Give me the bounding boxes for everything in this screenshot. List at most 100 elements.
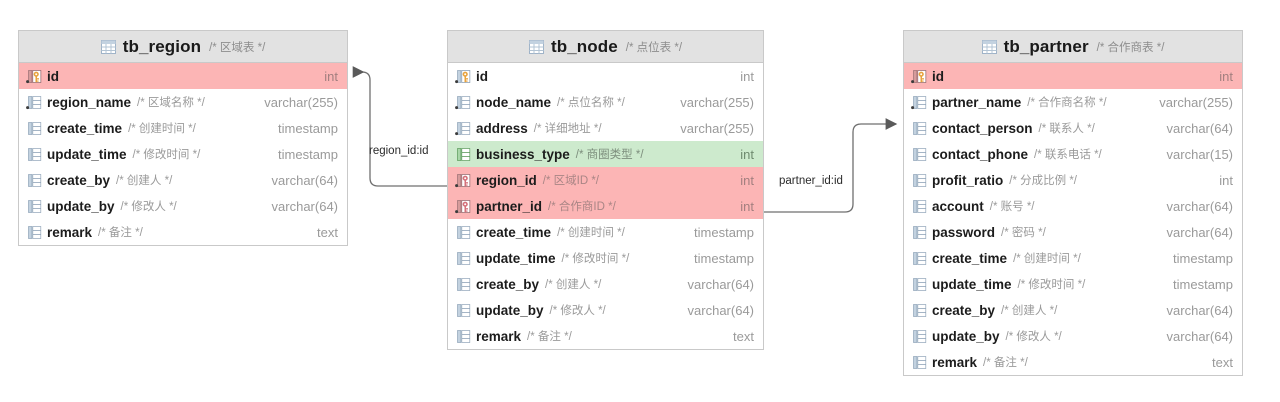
column-comment: /* 商圈类型 */ [575,149,644,161]
column-type: timestamp [694,250,754,266]
column-comment: /* 区域名称 */ [137,97,205,109]
column-row-create_time[interactable]: create_time/* 创建时间 */timestamp [904,245,1242,271]
column-name: partner_id [476,198,543,214]
foreign-key-icon [455,173,471,187]
column-row-update_by[interactable]: update_by /* 修改人 */ varchar(64) [904,323,1242,349]
column-icon [457,303,471,317]
column-name: contact_person [932,120,1033,136]
column-row-password[interactable]: password/* 密码 */varchar(64) [904,219,1242,245]
column-comment: /* 备注 */ [527,331,572,343]
column-name: update_time [476,250,556,266]
column-row-create_time[interactable]: create_time/* 创建时间 */timestamp [19,115,347,141]
column-row-profit_ratio[interactable]: profit_ratio/* 分成比例 */int [904,167,1242,193]
column-type: int [1219,68,1233,84]
column-icon [28,121,42,135]
column-row-id[interactable]: id int [19,63,347,89]
column-name: remark [47,224,93,240]
column-type: varchar(64) [1166,328,1233,344]
column-type: varchar(64) [1166,224,1233,240]
column-name: update_by [476,302,544,318]
column-name: region_id [476,172,537,188]
column-comment: /* 创建时间 */ [557,227,625,239]
column-row-contact_person[interactable]: contact_person/* 联系人 */varchar(64) [904,115,1242,141]
column-row-create_time[interactable]: create_time/* 创建时间 */timestamp [448,219,763,245]
column-comment: /* 创建人 */ [545,279,602,291]
column-icon [457,277,471,291]
column-icon [913,251,927,265]
primary-key-icon [26,69,42,83]
column-name: update_time [932,276,1012,292]
table-header-tb_node: tb_node /* 点位表 */ [448,31,763,63]
column-comment: /* 修改时间 */ [1017,279,1086,291]
column-name: id [476,68,488,84]
column-type: text [317,224,338,240]
column-name: business_type [476,146,570,162]
edge-label-partner-id: partner_id:id [779,175,843,187]
table-title: tb_node [550,36,618,56]
column-type: varchar(255) [680,120,754,136]
column-row-create_by[interactable]: create_by/* 创建人 */varchar(64) [19,167,347,193]
column-row-contact_phone[interactable]: contact_phone/* 联系电话 */varchar(15) [904,141,1242,167]
column-row-update_time[interactable]: update_time /* 修改时间 */ timestamp [448,245,763,271]
table-title: tb_partner [1003,36,1089,56]
column-row-update_time[interactable]: update_time /* 修改时间 */ timestamp [904,271,1242,297]
column-row-remark[interactable]: remark /* 备注 */ text [19,219,347,245]
not-null-column-icon [455,95,471,109]
column-type: varchar(255) [264,94,338,110]
column-name: create_time [932,250,1008,266]
table-comment: /* 点位表 */ [625,41,683,54]
column-type: int [740,146,754,162]
column-name: create_by [932,302,996,318]
column-type: text [733,328,754,344]
column-icon [28,173,42,187]
column-type: timestamp [1173,276,1233,292]
column-row-create_by[interactable]: create_by/* 创建人 */varchar(64) [904,297,1242,323]
column-type: varchar(15) [1166,146,1233,162]
column-name: update_by [932,328,1000,344]
edge-label-region-id: region_id:id [369,145,429,157]
column-row-create_by[interactable]: create_by/* 创建人 */varchar(64) [448,271,763,297]
column-comment: /* 修改时间 */ [561,253,630,265]
column-row-region_name[interactable]: region_name/* 区域名称 */varchar(255) [19,89,347,115]
column-row-update_by[interactable]: update_by/* 修改人 */varchar(64) [19,193,347,219]
column-row-partner_id[interactable]: partner_id/* 合作商ID */int [448,193,763,219]
column-comment: /* 账号 */ [989,201,1035,213]
not-null-column-icon [911,95,927,109]
column-row-account[interactable]: account/* 账号 */varchar(64) [904,193,1242,219]
column-name: update_time [47,146,127,162]
primary-key-icon [455,69,471,83]
column-icon [457,251,471,265]
column-name: create_time [476,224,552,240]
table-header-tb_partner: tb_partner /* 合作商表 */ [904,31,1242,63]
column-comment: /* 联系人 */ [1038,123,1095,135]
column-comment: /* 修改人 */ [1005,331,1062,343]
table-header-tb_region: tb_region /* 区域表 */ [19,31,347,63]
column-row-remark[interactable]: remark /* 备注 */ text [448,323,763,349]
column-name: id [47,68,59,84]
column-type: timestamp [278,120,338,136]
column-row-address[interactable]: address/* 详细地址 */varchar(255) [448,115,763,141]
column-type: int [740,172,754,188]
table-grid-icon [981,39,997,54]
column-row-remark[interactable]: remark/* 备注 */text [904,349,1242,375]
column-row-partner_name[interactable]: partner_name/* 合作商名称 */varchar(255) [904,89,1242,115]
column-icon [913,121,927,135]
column-type: int [324,68,338,84]
column-row-business_type[interactable]: business_type /* 商圈类型 */ int [448,141,763,167]
column-row-region_id[interactable]: region_id/* 区域ID */int [448,167,763,193]
column-name: remark [476,328,522,344]
column-comment: /* 备注 */ [98,227,143,239]
column-row-node_name[interactable]: node_name/* 点位名称 */varchar(255) [448,89,763,115]
column-row-update_by[interactable]: update_by/* 修改人 */varchar(64) [448,297,763,323]
column-row-update_time[interactable]: update_time/* 修改时间 */timestamp [19,141,347,167]
edge-region-id [352,66,447,187]
column-type: varchar(64) [1166,302,1233,318]
column-icon [28,147,42,161]
not-null-column-icon [26,95,42,109]
